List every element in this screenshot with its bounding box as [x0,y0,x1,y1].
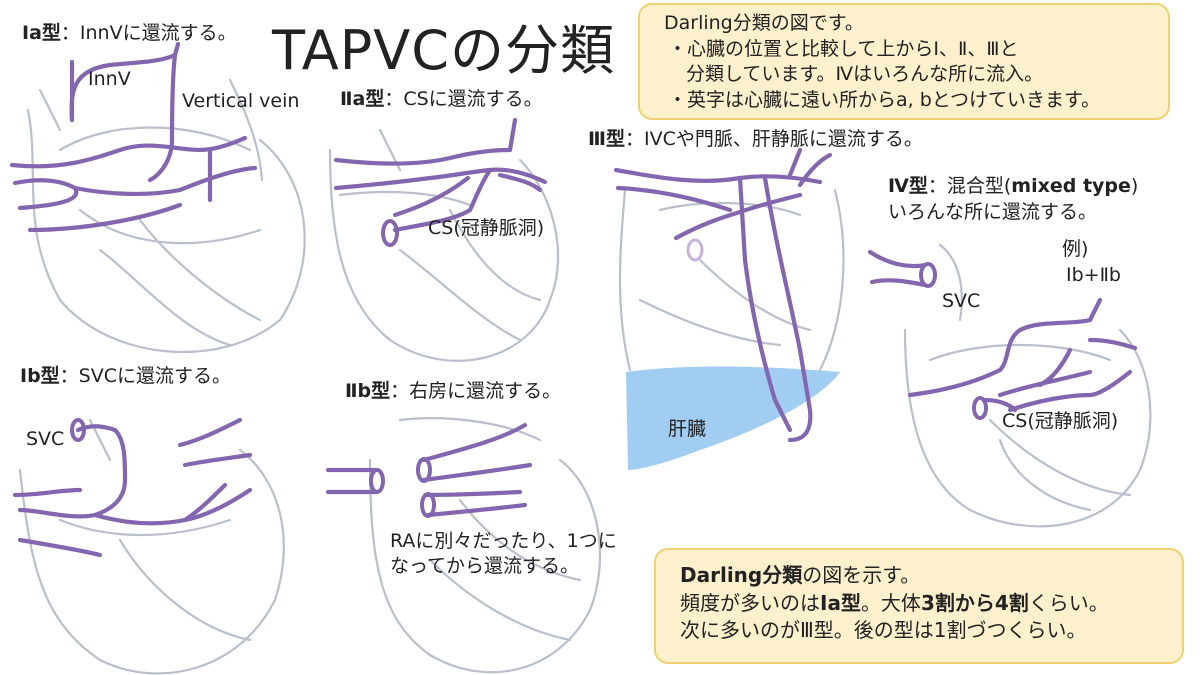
type-iib-heading: Ⅱb型：右房に還流する。 [345,380,561,403]
type-iii-desc: ：IVCや門脈、肝静脈に還流する。 [624,128,923,150]
label-cs-iv: CS(冠静脈洞) [1002,410,1119,432]
summary-line-2: 頻度が多いのはⅠa型。大体3割から4割くらい。 [680,590,1182,618]
type-ia-heading: Ⅰa型：InnVに還流する。 [22,22,237,45]
type-iii-name: Ⅲ型 [588,128,625,150]
heart-outline-iv [903,243,1152,528]
svc-ostium-iv [919,262,937,288]
type-ib-name: Ⅰb型 [20,365,60,387]
summary-line-1: Darling分類の図を示す。 [680,562,1182,590]
type-iia-heading: Ⅱa型：CSに還流する。 [340,88,543,111]
summary-line-3: 次に多いのがⅢ型。後の型は1割づつくらい。 [680,618,1087,643]
info-box: Darling分類の図です。 ・心臓の位置と比較して上からⅠ、Ⅱ、Ⅲと 分類して… [638,3,1170,120]
type-iib-name: Ⅱb型 [345,380,391,402]
label-vertical-vein: Vertical vein [182,90,300,112]
ra-ostium-2-iib [416,457,432,483]
cs-ostium-iia [381,219,399,247]
info-line-1: Darling分類の図です。 [664,12,864,34]
veins-iib [325,422,533,518]
summary-box: Darling分類の図を示す。 頻度が多いのはⅠa型。大体3割から4割くらい。 … [654,548,1184,664]
label-svc-iv: SVC [942,290,981,312]
label-svc-ib: SVC [26,428,65,450]
heart-outline-iii [618,188,845,372]
type-ia-desc: ：InnVに還流する。 [60,22,237,44]
type-iii-heading: Ⅲ型：IVCや門脈、肝静脈に還流する。 [588,128,923,151]
summary-type-ia: Ⅰa型 [820,590,861,615]
type-iv-example-types: Ⅰb+Ⅱb [1066,264,1121,286]
type-ib-desc: ：SVCに還流する。 [59,365,231,387]
summary-line-2-a: 頻度が多いのは [680,590,820,615]
type-iib-desc: ：右房に還流する。 [390,380,562,402]
veins-iv [867,249,1138,413]
type-iv-name: Ⅳ型 [888,175,928,197]
liver-shape [626,366,840,470]
summary-percent: 3割から4割 [920,590,1029,615]
ra-ostium-1-iib [369,468,385,494]
info-line-3: 分類しています。Ⅳはいろんな所に流入。 [686,63,1044,86]
type-iia-desc: ：CSに還流する。 [384,88,543,110]
heart-outline-iib [368,417,602,674]
type-iv-desc2: ) [1130,175,1139,197]
info-line-2: ・心臓の位置と比較して上からⅠ、Ⅱ、Ⅲと [668,37,1019,60]
type-iib-note-line1: RAに別々だったり、1つに [390,530,617,552]
type-iv-desc1: ：混合型( [927,175,1012,197]
ivc-ostium-iii [686,238,704,262]
type-iv-desc-line2: いろんな所に還流する。 [888,201,1098,223]
veins-iii [613,147,833,443]
type-iv-mixed: mixed type [1011,175,1131,197]
veins-ia [9,41,258,233]
heart-outline-iia [328,128,560,362]
type-ib-heading: Ⅰb型：SVCに還流する。 [20,365,231,388]
ra-ostium-3-iib [420,492,436,518]
summary-line-1-rest: の図を示す。 [802,563,921,587]
type-ia-name: Ⅰa型 [22,22,61,44]
label-cs-iia: CS(冠静脈洞) [428,217,545,239]
summary-darling: Darling分類 [680,563,803,587]
info-line-4: ・英字は心臓に遠い所からa, bとつけていきます。 [668,88,1101,111]
label-innv: InnV [88,68,131,90]
page-title: TAPVCの分類 [272,19,615,82]
svc-ostium-ib [70,418,86,442]
summary-line-2-b: 。大体 [860,590,921,615]
type-iv-example: 例) [1062,238,1089,260]
type-iib-note-line2: なってから還流する。 [390,555,580,577]
heart-outline-ia [26,78,306,354]
label-liver: 肝臓 [668,418,707,440]
veins-ib [12,417,253,558]
cs-ostium-iv [972,396,988,420]
summary-line-2-c: くらい。 [1028,590,1109,615]
type-iv-heading: Ⅳ型：混合型(mixed type) [888,175,1138,198]
type-iia-name: Ⅱa型 [340,88,385,110]
veins-iia [333,117,548,233]
